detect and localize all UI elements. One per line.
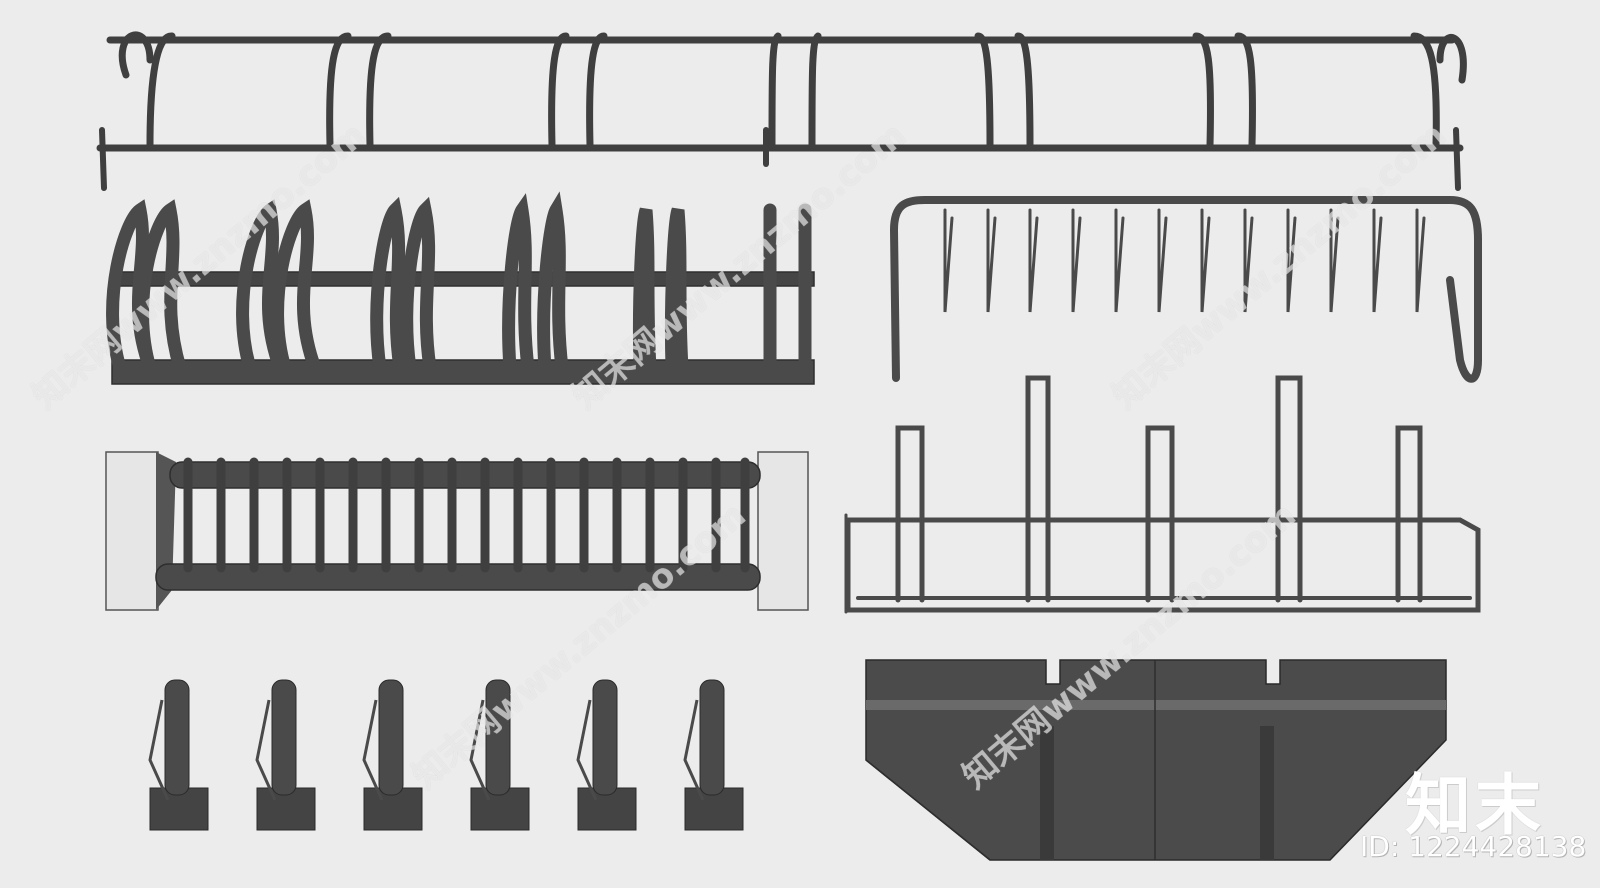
spiral-wave-rack bbox=[106, 191, 815, 385]
wall-hook-rack bbox=[889, 196, 1482, 383]
stone-end-rack bbox=[105, 451, 809, 611]
watermark-brand: 知末 bbox=[1405, 767, 1545, 844]
curved-loop-rack bbox=[96, 31, 1467, 191]
watermark-id: ID: 1224428138 bbox=[1360, 830, 1587, 863]
concrete-block-rack bbox=[865, 659, 1447, 861]
two-tier-frame-rack bbox=[844, 375, 1481, 614]
bollard-posts bbox=[148, 679, 744, 831]
